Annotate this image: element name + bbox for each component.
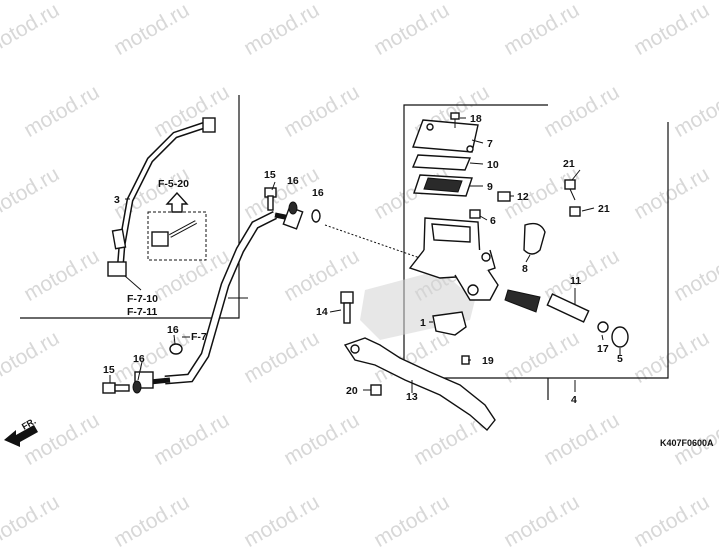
diaphragm [413, 174, 473, 197]
part-label-16-d: 16 [133, 353, 145, 365]
part-label-12: 12 [517, 191, 529, 203]
upper-banjo-bolt [264, 187, 321, 223]
upper-hose [107, 117, 216, 277]
ref-f5-20: F-5-20 [158, 178, 189, 190]
pivot-bolt [340, 291, 354, 324]
part-label-3: 3 [114, 194, 120, 206]
part-label-10: 10 [487, 159, 499, 171]
part-label-21-b: 21 [598, 203, 610, 215]
master-cylinder-body [408, 217, 499, 301]
part-label-1: 1 [420, 317, 426, 329]
screw-18 [450, 112, 460, 128]
part-label-21-a: 21 [563, 158, 575, 170]
drawing-code: K407F0600A [660, 438, 714, 448]
part-label-13: 13 [406, 391, 418, 403]
brake-switch [432, 311, 470, 365]
part-label-15-bottom: 15 [103, 364, 115, 376]
part-label-16-c: 16 [167, 324, 179, 336]
front-arrow-icon [4, 425, 38, 447]
part-label-15-top: 15 [264, 169, 276, 181]
front-direction-indicator: FR. [4, 416, 38, 447]
holder [523, 222, 546, 255]
part-label-18: 18 [470, 113, 482, 125]
ref-f7-11: F-7-11 [127, 306, 158, 318]
up-arrow-icon [165, 191, 189, 213]
part-label-5: 5 [617, 353, 623, 365]
piston-assembly [504, 289, 629, 348]
ref-f7: F-7 [191, 331, 207, 343]
part-label-16-a: 16 [287, 175, 299, 187]
nut [370, 384, 382, 396]
part-label-14: 14 [316, 306, 328, 318]
exploded-view: 1 3 4 5 6 7 8 9 10 11 12 13 14 15 15 16 … [4, 95, 714, 448]
part-label-16-b: 16 [312, 187, 324, 199]
brake-lever [343, 337, 496, 432]
part-label-11: 11 [570, 275, 581, 287]
part-label-4: 4 [571, 394, 577, 406]
part-label-17: 17 [597, 343, 609, 355]
lower-banjo-bolt [102, 343, 183, 394]
part-label-19: 19 [482, 355, 494, 367]
part-label-7: 7 [487, 138, 493, 150]
part-label-6: 6 [490, 215, 496, 227]
cap-plate [411, 154, 472, 171]
ref-f7-10: F-7-10 [127, 293, 158, 305]
reservoir-cap [412, 119, 479, 153]
inset-joint [147, 211, 207, 261]
part-label-8: 8 [522, 263, 528, 275]
holder-bolts [564, 179, 581, 217]
assembly-frame [403, 104, 669, 400]
part-label-20: 20 [346, 385, 358, 397]
part-label-9: 9 [487, 181, 493, 193]
inset-frame [20, 95, 240, 319]
